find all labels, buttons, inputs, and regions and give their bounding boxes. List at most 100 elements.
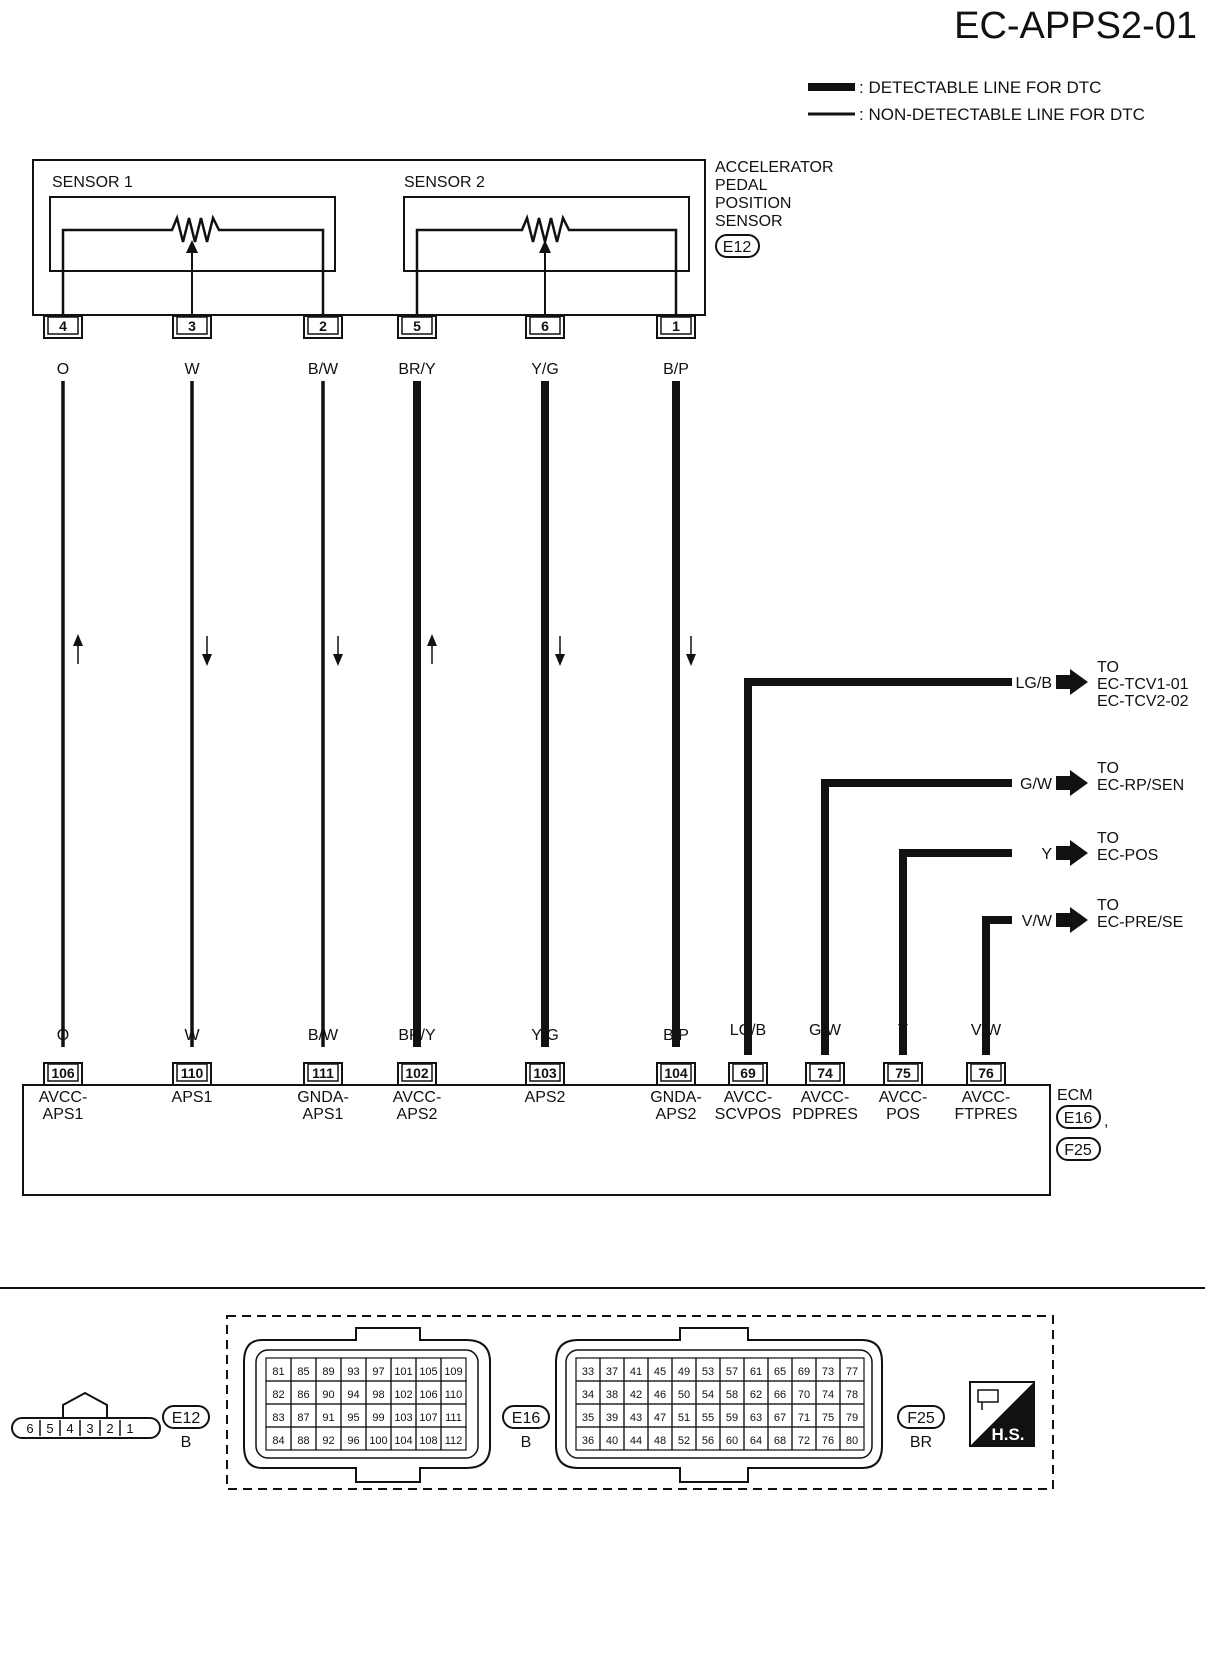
f25-color: BR	[910, 1434, 932, 1451]
wire-color-top-5: Y/G	[531, 361, 559, 378]
f25-pin-79: 79	[846, 1412, 858, 1424]
sensor-block: SENSOR 1 SENSOR 2 ACCELERATOR PEDAL POSI…	[32, 159, 834, 318]
ecm-terminal-label-69-2: SCVPOS	[715, 1106, 782, 1123]
sensor2-label: SENSOR 2	[404, 174, 485, 191]
e16-pin-105: 105	[419, 1366, 437, 1378]
legend-nondetectable-text: : NON-DETECTABLE LINE FOR DTC	[859, 105, 1145, 124]
diagram-title: EC-APPS2-01	[954, 5, 1197, 47]
f25-pin-40: 40	[606, 1435, 618, 1447]
ecm-connector1-badge	[1056, 1105, 1101, 1129]
f25-pin-51: 51	[678, 1412, 690, 1424]
e16-pin-93: 93	[347, 1366, 359, 1378]
f25-pin-74: 74	[822, 1389, 834, 1401]
signal-arrow-head-3	[333, 654, 343, 666]
f25-pin-55: 55	[702, 1412, 714, 1424]
branch-wire-1	[744, 678, 768, 1055]
e12-id: E12	[172, 1410, 201, 1427]
wire-color-top-3: B/W	[308, 361, 339, 378]
branch-arrow-4	[1056, 907, 1088, 933]
ecm-terminal-label-74-1: AVCC-	[801, 1089, 850, 1106]
f25-pin-76: 76	[822, 1435, 834, 1447]
ecm-pin-69-box	[732, 1063, 764, 1082]
sensor-pin-1-box	[660, 316, 692, 335]
branch-destination-1-3: EC-TCV2-02	[1097, 693, 1189, 710]
f25-pin-77: 77	[846, 1366, 858, 1378]
f25-pin-57: 57	[726, 1366, 738, 1378]
e16-pin-83: 83	[272, 1412, 284, 1424]
e16-pin-104: 104	[394, 1435, 412, 1447]
ecm-pin-106-box	[47, 1063, 79, 1082]
wire-color-bottom-2: W	[184, 1027, 200, 1044]
sensor-pin-3-number: 3	[188, 318, 196, 334]
branch-label-bg-1	[1014, 670, 1050, 694]
f25-pin-78: 78	[846, 1389, 858, 1401]
e16-pin-82: 82	[272, 1389, 284, 1401]
f25-pin-41: 41	[630, 1366, 642, 1378]
e12-pin-4: 4	[66, 1421, 73, 1436]
e16-pin-87: 87	[297, 1412, 309, 1424]
f25-pin-43: 43	[630, 1412, 642, 1424]
sensor-pin-1-number: 1	[672, 318, 680, 334]
e16-badge	[502, 1405, 550, 1429]
f25-pin-64: 64	[750, 1435, 762, 1447]
sensor-name-line-3: POSITION	[715, 195, 791, 212]
e16-pin-95: 95	[347, 1412, 359, 1424]
f25-pin-54: 54	[702, 1389, 714, 1401]
e12-pin-6: 6	[26, 1421, 33, 1436]
ecm-pin-106-number: 106	[51, 1065, 75, 1081]
ecm-terminal-label-111-1: GNDA-	[297, 1089, 349, 1106]
ecm-terminal-label-75-1: AVCC-	[879, 1089, 928, 1106]
ecm-terminal-label-110-1: APS1	[172, 1089, 213, 1106]
e16-color: B	[521, 1434, 532, 1451]
hs-label: H.S.	[991, 1425, 1024, 1444]
ecm-terminal-label-106-1: AVCC-	[39, 1089, 88, 1106]
e16-pin-107: 107	[419, 1412, 437, 1424]
branch-destination-4-1: TO	[1097, 897, 1119, 914]
ecm-pin-75-box	[887, 1063, 919, 1082]
wire-color-bottom-5: Y/G	[531, 1027, 559, 1044]
e12-pin-2: 2	[106, 1421, 113, 1436]
e16-pin-85: 85	[297, 1366, 309, 1378]
ecm-terminal-label-106-2: APS1	[43, 1106, 84, 1123]
sensor-name-line-2: PEDAL	[715, 177, 768, 194]
e16-cell-112	[440, 1426, 467, 1451]
ecm-pin-74-number: 74	[817, 1065, 833, 1081]
ecm-box	[22, 1084, 1051, 1196]
ecm-connector1-id: E16	[1064, 1110, 1093, 1127]
ecm-pin-110-number: 110	[181, 1065, 204, 1081]
f25-pin-39: 39	[606, 1412, 618, 1424]
sensor1-label: SENSOR 1	[52, 174, 133, 191]
e16-pin-92: 92	[322, 1435, 334, 1447]
ecm-pin-74-box	[809, 1063, 841, 1082]
e16-pin-98: 98	[372, 1389, 384, 1401]
e16-pin-88: 88	[297, 1435, 309, 1447]
f25-pin-66: 66	[774, 1389, 786, 1401]
branch-wires: LG/BTOEC-TCV1-01EC-TCV2-02LG/B69AVCC-SCV…	[715, 659, 1189, 1123]
signal-arrow-head-4	[427, 634, 437, 646]
sensor-pin-5-box	[401, 316, 433, 335]
e16-pin-110: 110	[445, 1389, 463, 1401]
ecm-pin-102-number: 102	[405, 1065, 429, 1081]
ecm-terminal-label-104-2: APS2	[656, 1106, 697, 1123]
ecm-terminal-label-75-2: POS	[886, 1106, 920, 1123]
e12-color: B	[181, 1434, 192, 1451]
e16-pin-100: 100	[369, 1435, 387, 1447]
f25-pin-61: 61	[750, 1366, 762, 1378]
e16-pin-94: 94	[347, 1389, 359, 1401]
ecm-pin-103-box	[529, 1063, 561, 1082]
sensor-pin-6-number: 6	[541, 318, 549, 334]
sensor-pin-6-box	[529, 316, 561, 335]
harness-side-icon: H.S.	[969, 1381, 1035, 1447]
wire-color-bottom-4: BR/Y	[398, 1027, 436, 1044]
e16-pin-106: 106	[419, 1389, 437, 1401]
ecm-terminal-label-104-1: GNDA-	[650, 1089, 702, 1106]
ecm-terminal-label-76-1: AVCC-	[962, 1089, 1011, 1106]
ecm-pin-104-box	[660, 1063, 692, 1082]
wire-color-top-4: BR/Y	[398, 361, 436, 378]
f25-badge	[897, 1405, 945, 1429]
wire-color-bottom-3: B/W	[308, 1027, 339, 1044]
